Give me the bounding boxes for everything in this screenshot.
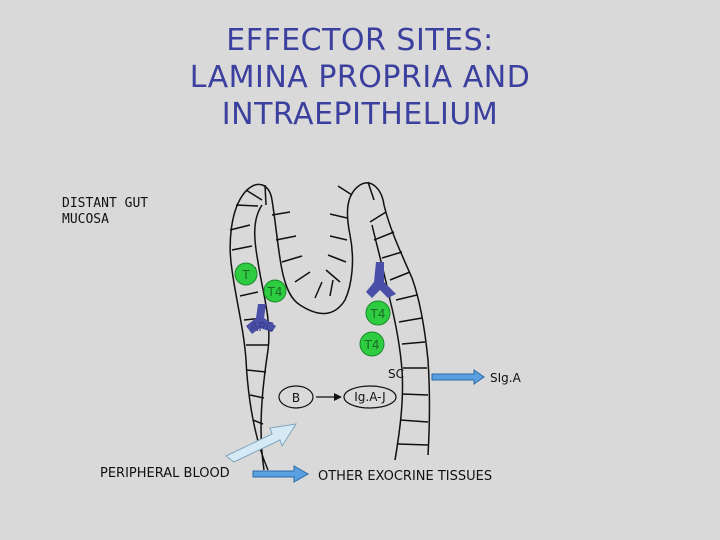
epithelial-tick — [271, 211, 291, 216]
epithelial-tick — [281, 255, 303, 263]
epithelial-tick — [245, 189, 263, 201]
siga-arrow — [431, 369, 485, 385]
epithelial-tick — [275, 235, 297, 241]
iga-j-label: Ig.A-J — [354, 390, 385, 404]
right-villus-wall — [383, 204, 431, 456]
t-cell-2-body — [263, 279, 287, 303]
dendritic-cell-icon — [366, 262, 396, 298]
epithelial-tick — [264, 184, 267, 206]
title-line-1: EFFECTOR SITES: — [226, 23, 494, 58]
t-cell-2: T4 — [263, 279, 287, 303]
block-arrow-icon — [252, 465, 310, 483]
iga-j: Ig.A-J — [343, 385, 397, 409]
exocrine-arrow — [252, 465, 310, 483]
epithelial-tick — [249, 394, 265, 399]
epithelial-tick — [329, 235, 348, 241]
t-cell-3-body — [365, 300, 391, 326]
epithelial-tick — [325, 269, 341, 283]
b-cell-label: B — [292, 391, 300, 405]
t-cell-4: T4 — [359, 331, 385, 357]
epithelial-tick — [367, 181, 375, 201]
block-arrow-icon — [431, 369, 485, 385]
epithelial-tick — [401, 341, 426, 345]
t-cell-4-body — [359, 331, 385, 357]
exocrine-tissues-label: OTHER EXOCRINE TISSUES — [318, 469, 493, 484]
t-cell-1-body — [234, 262, 258, 286]
iga-j-outline — [343, 385, 397, 409]
villus-outline — [229, 182, 431, 471]
epithelial-tick — [399, 419, 429, 423]
epithelial-tick — [329, 279, 334, 297]
t-cell-4-label: T4 — [364, 338, 380, 352]
epithelial-tick — [252, 419, 264, 425]
epithelial-tick — [337, 185, 353, 196]
b-to-iga-arrow — [316, 393, 342, 401]
t-cell-3-label: T4 — [370, 307, 386, 321]
epithelial-cells — [229, 181, 429, 446]
epithelial-tick — [401, 393, 429, 396]
epithelial-tick — [246, 369, 267, 373]
epithelial-tick — [398, 317, 423, 323]
t-cell-1: T — [234, 262, 258, 286]
epithelial-tick — [373, 231, 395, 241]
blood-arrow — [225, 423, 298, 463]
apc-cell-label: APC — [250, 320, 274, 334]
title-line-3: INTRAEPITHELIUM — [221, 97, 499, 132]
site-label-line-1: DISTANT GUT — [62, 196, 149, 211]
siga-label: SIg.A — [490, 371, 522, 385]
sc-label: SC — [388, 367, 404, 381]
t-cell-2-label: T4 — [267, 285, 283, 299]
site-label-line-2: MUCOSA — [62, 212, 109, 227]
epithelial-tick — [231, 245, 253, 251]
epithelial-tick — [389, 271, 411, 281]
title-line-2: LAMINA PROPRIA AND — [189, 60, 531, 95]
site-label: DISTANT GUT MUCOSA — [62, 196, 148, 228]
peripheral-blood-label: PERIPHERAL BLOOD — [100, 466, 230, 481]
epithelial-tick — [239, 291, 259, 297]
epithelial-tick — [397, 443, 429, 446]
epithelial-tick — [381, 251, 403, 259]
epithelial-tick — [314, 281, 323, 299]
epithelial-tick — [369, 211, 387, 223]
epithelial-tick — [329, 213, 348, 219]
apc-cell-body — [246, 304, 276, 334]
block-arrow-icon — [225, 423, 298, 463]
left-villus-outer-wall — [229, 183, 283, 471]
b-cell: B — [278, 385, 314, 409]
left-villus-inner-wall — [281, 182, 385, 315]
t-cell-1-label: T — [241, 268, 250, 282]
epithelial-tick — [395, 294, 418, 301]
apc-cell-body-2 — [366, 262, 396, 298]
left-lamina-line — [254, 204, 270, 471]
epithelial-tick — [327, 254, 347, 263]
arrow-head — [334, 393, 342, 401]
dendritic-cell-icon: APC — [246, 304, 276, 334]
t-cell-3: T4 — [365, 300, 391, 326]
b-cell-outline — [278, 385, 314, 409]
epithelial-tick — [229, 224, 251, 231]
slide-title: EFFECTOR SITES: LAMINA PROPRIA AND INTRA… — [0, 22, 720, 133]
epithelial-tick — [235, 204, 259, 207]
epithelial-tick — [294, 271, 311, 283]
